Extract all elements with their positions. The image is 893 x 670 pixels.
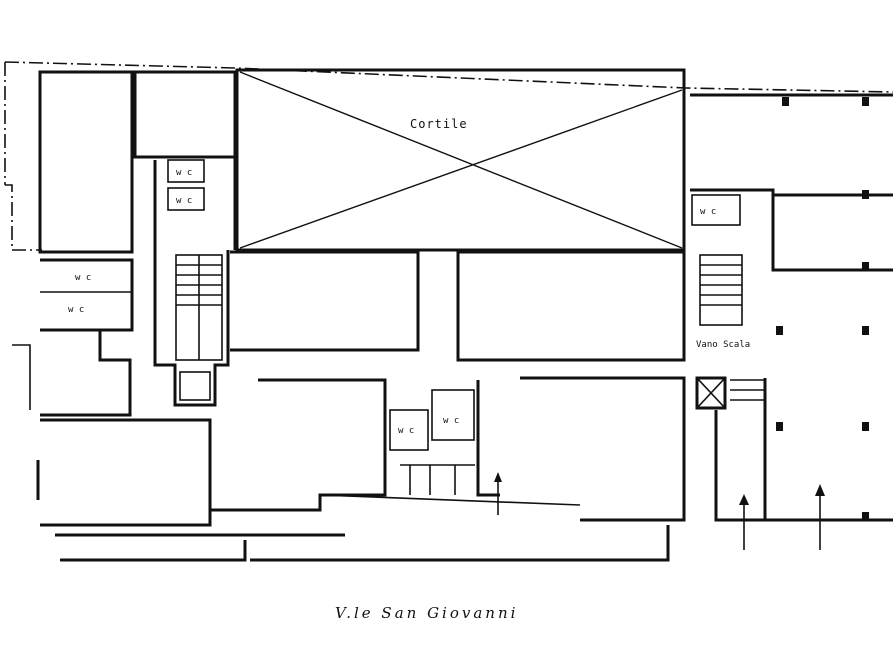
wc-label-7: w c (700, 207, 716, 217)
stairs-icon (699, 254, 743, 326)
central-block: w c w c (210, 250, 686, 522)
right-wing: w c Vano Scala (690, 93, 893, 522)
stair-hall-label: Vano Scala (696, 340, 750, 350)
left-wing: w c w c (12, 70, 237, 527)
front-strip (55, 494, 670, 562)
arrow-up-icon (494, 472, 825, 550)
wc-label-1: w c (75, 273, 91, 283)
property-boundary (4, 61, 893, 251)
wc-label-4: w c (176, 196, 192, 206)
wc-label-3: w c (176, 168, 192, 178)
wc-label-2: w c (68, 305, 84, 315)
courtyard-label: Cortile (410, 117, 468, 131)
stairs-icon (175, 254, 223, 361)
street-name: V.le San Giovanni (335, 604, 518, 622)
wc-label-5: w c (398, 426, 414, 436)
wc-label-6: w c (443, 416, 459, 426)
courtyard: Cortile (235, 68, 686, 252)
elevator-icon (695, 376, 727, 410)
stair-core-left: w c w c (153, 155, 237, 407)
